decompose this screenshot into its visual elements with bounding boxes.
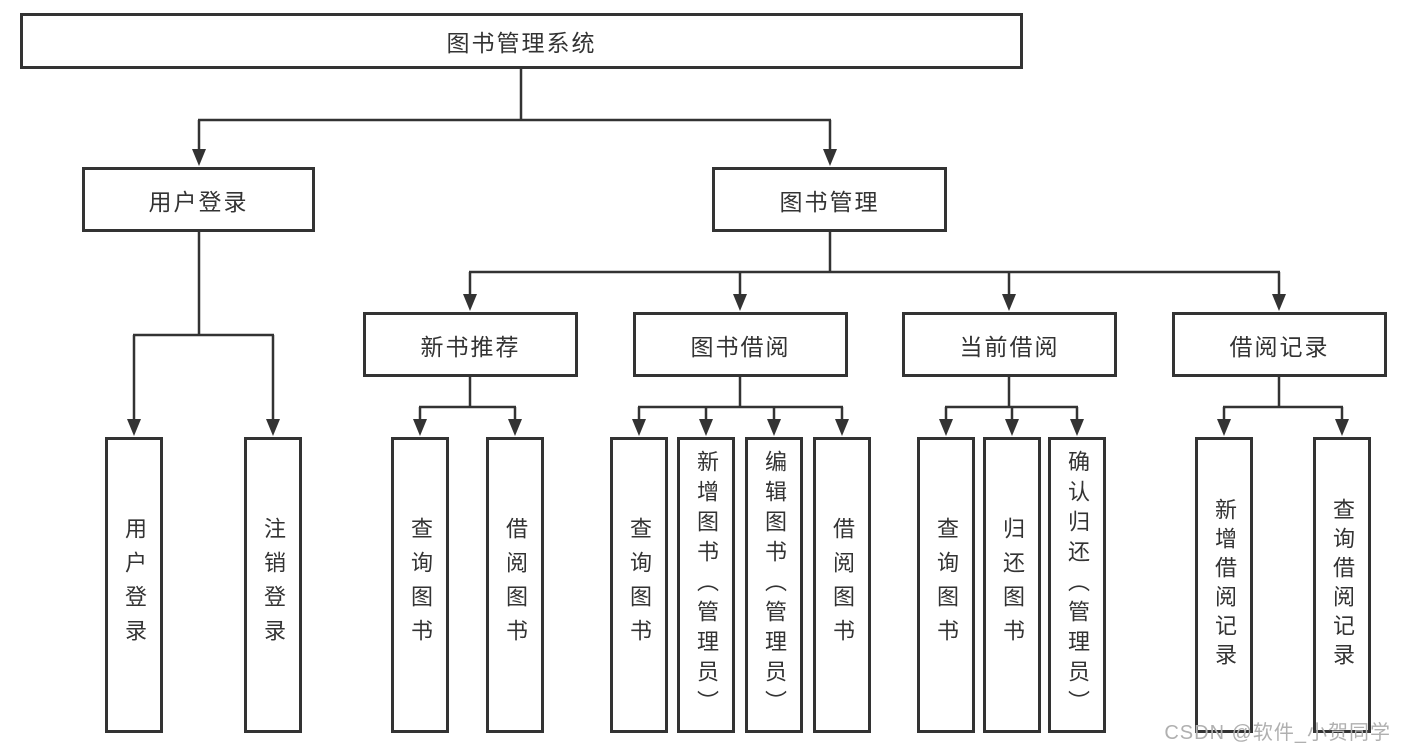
arrowhead <box>939 419 953 436</box>
node-new-book-recommend: 新书推荐 <box>363 312 578 377</box>
leaf-label: 查询图书 <box>408 517 433 653</box>
arrowhead <box>835 419 849 436</box>
node-label: 借阅记录 <box>1229 333 1330 360</box>
arrowhead <box>1335 419 1349 436</box>
node-label: 用户登录 <box>148 188 249 215</box>
arrowhead <box>1070 419 1084 436</box>
connector-bookmgmt-to-level3 <box>463 232 1286 311</box>
connector-userlogin-to-leaves <box>127 232 280 436</box>
node-user-login: 用户登录 <box>82 167 315 232</box>
connector-borrowrecords-to-leaves <box>1217 377 1349 436</box>
connector-root-to-level2 <box>192 69 837 166</box>
leaf-return-books: 归还图书 <box>983 437 1041 733</box>
leaf-add-borrow-record: 新增借阅记录 <box>1195 437 1253 733</box>
leaf-borrow-books-1: 借阅图书 <box>486 437 544 733</box>
leaf-query-borrow-record: 查询借阅记录 <box>1313 437 1371 733</box>
leaf-label: 用户登录 <box>122 517 147 653</box>
arrowhead <box>823 149 837 166</box>
arrowhead <box>1002 294 1016 311</box>
leaf-label: 注销登录 <box>261 517 286 653</box>
leaf-borrow-books-2: 借阅图书 <box>813 437 871 733</box>
leaf-label: 编辑图书（管理员） <box>762 450 787 720</box>
leaf-label: 查询图书 <box>627 517 652 653</box>
arrowhead <box>413 419 427 436</box>
node-borrow-records: 借阅记录 <box>1172 312 1387 377</box>
leaf-label: 借阅图书 <box>503 517 528 653</box>
node-label: 新书推荐 <box>420 333 521 360</box>
arrowhead <box>266 419 280 436</box>
arrowhead <box>767 419 781 436</box>
arrowhead <box>1272 294 1286 311</box>
node-book-borrow: 图书借阅 <box>633 312 848 377</box>
leaf-query-books-2: 查询图书 <box>610 437 668 733</box>
arrowhead <box>632 419 646 436</box>
leaf-edit-books-admin: 编辑图书（管理员） <box>745 437 803 733</box>
arrowhead <box>699 419 713 436</box>
leaf-logout: 注销登录 <box>244 437 302 733</box>
leaf-label: 确认归还（管理员） <box>1065 450 1090 720</box>
leaf-query-books-3: 查询图书 <box>917 437 975 733</box>
arrowhead <box>463 294 477 311</box>
leaf-confirm-return-admin: 确认归还（管理员） <box>1048 437 1106 733</box>
leaf-label: 借阅图书 <box>830 517 855 653</box>
node-label: 当前借阅 <box>959 333 1060 360</box>
leaf-label: 查询借阅记录 <box>1330 498 1355 672</box>
leaf-label: 归还图书 <box>1000 517 1025 653</box>
connector-currentborrow-to-leaves <box>939 377 1084 436</box>
node-book-management: 图书管理 <box>712 167 947 232</box>
leaf-add-books-admin: 新增图书（管理员） <box>677 437 735 733</box>
node-label: 图书管理 <box>779 188 880 215</box>
arrowhead <box>127 419 141 436</box>
arrowhead <box>192 149 206 166</box>
arrowhead <box>1217 419 1231 436</box>
node-label: 图书借阅 <box>690 333 791 360</box>
leaf-user-login: 用户登录 <box>105 437 163 733</box>
connector-bookborrow-to-leaves <box>632 377 849 436</box>
leaf-label: 新增借阅记录 <box>1212 498 1237 672</box>
leaf-label: 新增图书（管理员） <box>694 450 719 720</box>
connector-newbooks-to-leaves <box>413 377 522 436</box>
leaf-label: 查询图书 <box>934 517 959 653</box>
node-label: 图书管理系统 <box>446 30 597 56</box>
node-current-borrow: 当前借阅 <box>902 312 1117 377</box>
node-root-system: 图书管理系统 <box>20 13 1023 69</box>
arrowhead <box>508 419 522 436</box>
leaf-query-books-1: 查询图书 <box>391 437 449 733</box>
arrowhead <box>1005 419 1019 436</box>
arrowhead <box>733 294 747 311</box>
csdn-watermark: CSDN @软件_小贺同学 <box>1164 722 1391 744</box>
